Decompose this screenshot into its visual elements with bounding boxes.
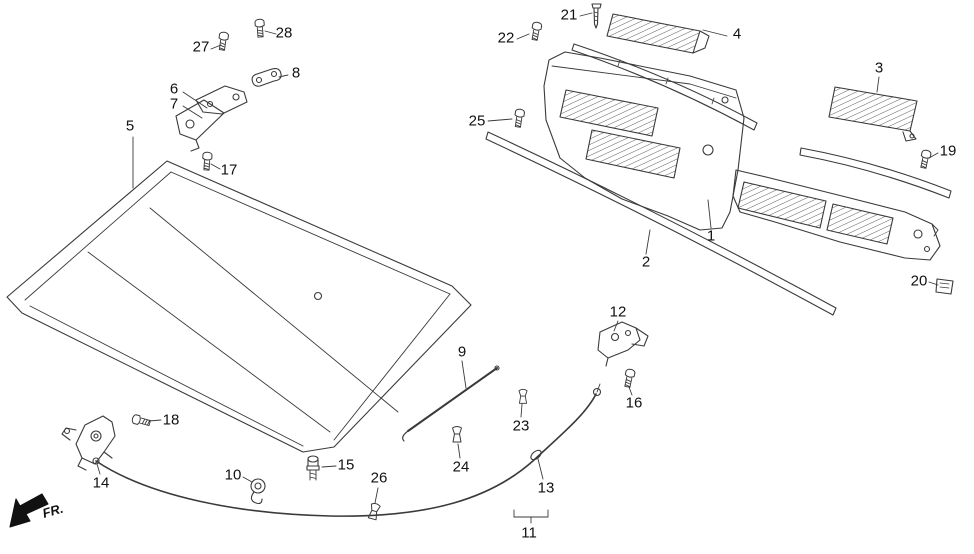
part-26-clip: [367, 502, 382, 521]
part-16-bolt: [622, 367, 636, 389]
part-4-grille-mesh: [606, 13, 710, 54]
part-28-bolt: [254, 18, 266, 38]
part-27-bolt: [216, 31, 230, 52]
part-9-hood-rod: [402, 365, 500, 442]
part-25-bolt: [512, 108, 526, 129]
part-6-7-hinge: [175, 85, 248, 152]
part-5-hood-panel: [6, 160, 472, 453]
part-11-release-cable: [92, 383, 602, 517]
part-19-bolt: [918, 148, 932, 170]
part-1-cowl-panel: [543, 51, 941, 261]
part-18-bolt: [130, 413, 152, 428]
part-3-grille-mesh: [828, 86, 918, 142]
part-22-bolt: [529, 21, 543, 42]
part-8-bracket: [251, 68, 282, 87]
leader-lines: [96, 12, 939, 524]
part-17-bolt: [201, 151, 213, 171]
part-20-clip: [935, 278, 954, 295]
part-14-hood-latch: [61, 415, 116, 471]
part-21-screw: [591, 3, 602, 29]
part-2-front-molding: [485, 131, 837, 316]
part-12-cable-bracket: [597, 321, 649, 367]
right-molding-strip: [799, 147, 952, 199]
cowl-top-seal-strip: [571, 43, 758, 131]
part-15-bolt: [306, 455, 320, 481]
part-24-clip: [451, 425, 463, 443]
part-23-clip: [518, 388, 528, 404]
part-10-grommet: [250, 478, 266, 505]
fr-label: FR.: [41, 501, 65, 521]
fr-direction-arrow: FR.: [9, 493, 65, 528]
